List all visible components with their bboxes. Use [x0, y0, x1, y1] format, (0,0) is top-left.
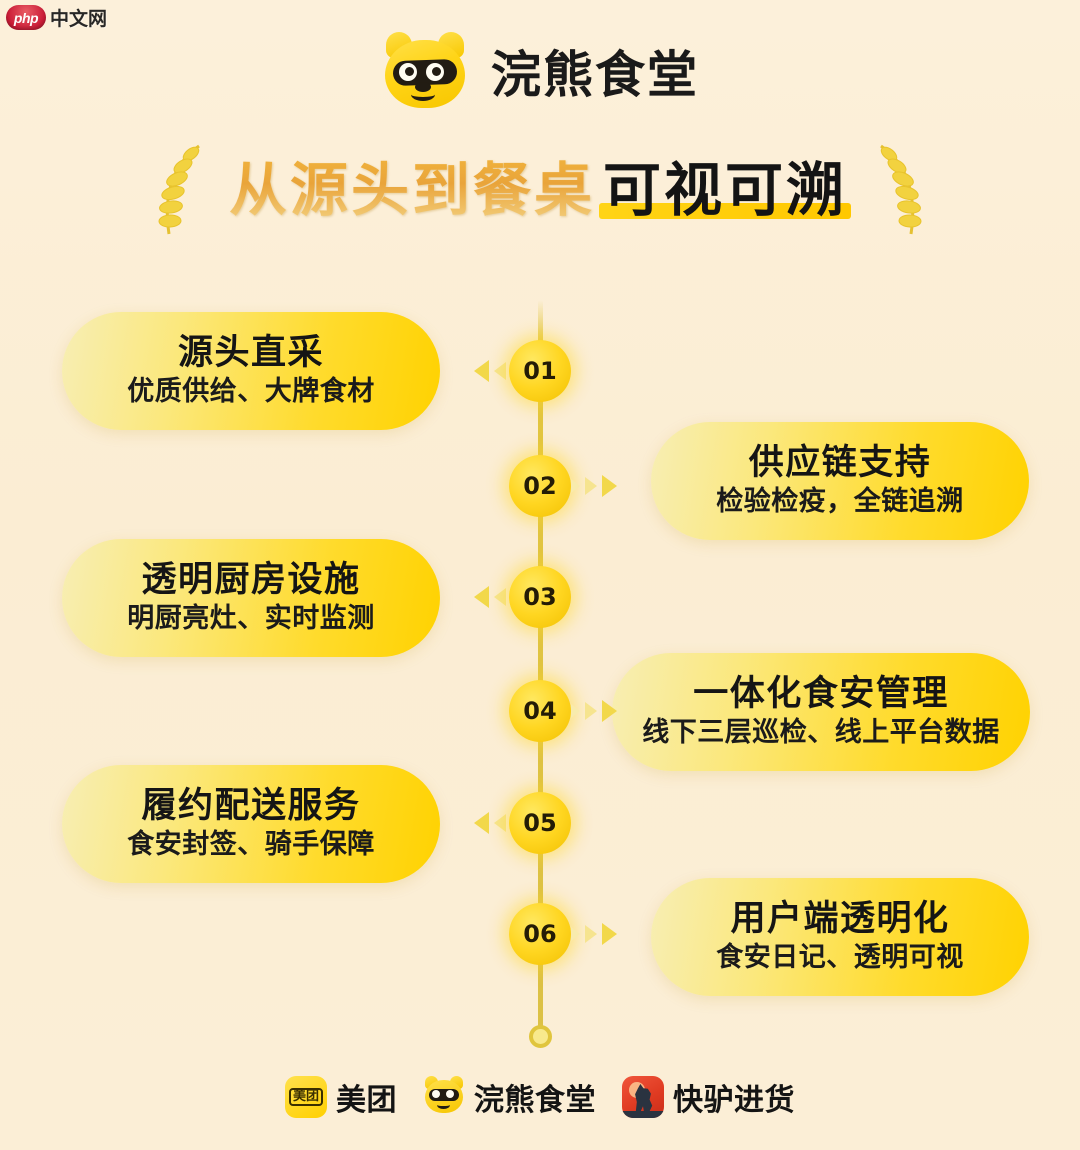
watermark: php 中文网	[6, 4, 107, 31]
step-title: 源头直采	[177, 332, 324, 373]
headline-gold-text: 从源头到餐桌	[228, 155, 595, 224]
step-title: 用户端透明化	[730, 898, 950, 939]
footer-brands: 美团 美团 浣熊食堂 快驴进货	[0, 1075, 1080, 1119]
step-title: 透明厨房设施	[141, 559, 361, 600]
step-arrows-02	[571, 475, 617, 497]
timeline-line	[538, 300, 543, 1040]
step-subtitle: 检验检疫，全链追溯	[716, 485, 964, 517]
step-arrows-04	[571, 700, 617, 722]
footer-brand-raccoon[interactable]: 浣熊食堂	[423, 1075, 596, 1119]
footer-brand-label: 美团	[336, 1083, 397, 1118]
timeline-end-marker	[529, 1025, 552, 1048]
step-subtitle: 食安日记、透明可视	[716, 941, 964, 973]
step-node-06[interactable]: 06	[509, 903, 571, 965]
kuailv-donkey-icon	[622, 1076, 664, 1118]
step-subtitle: 优质供给、大牌食材	[127, 375, 375, 407]
step-title: 履约配送服务	[141, 785, 361, 826]
step-subtitle: 线下三层巡检、线上平台数据	[642, 716, 1000, 748]
footer-brand-label: 快驴进货	[673, 1083, 795, 1118]
step-subtitle: 食安封签、骑手保障	[127, 828, 375, 860]
headline: 从源头到餐桌 可视可溯	[0, 140, 1080, 240]
raccoon-icon	[423, 1076, 465, 1118]
raccoon-icon	[381, 32, 469, 110]
step-card-05[interactable]: 履约配送服务 食安封签、骑手保障	[62, 765, 440, 883]
footer-brand-meituan[interactable]: 美团 美团	[285, 1075, 397, 1119]
php-logo-icon: php	[6, 5, 46, 30]
footer-brand-label: 浣熊食堂	[474, 1083, 596, 1118]
step-node-04[interactable]: 04	[509, 680, 571, 742]
step-card-01[interactable]: 源头直采 优质供给、大牌食材	[62, 312, 440, 430]
wheat-laurel-icon	[158, 144, 200, 235]
step-node-01[interactable]: 01	[509, 340, 571, 402]
step-card-06[interactable]: 用户端透明化 食安日记、透明可视	[651, 878, 1029, 996]
step-subtitle: 明厨亮灶、实时监测	[127, 602, 375, 634]
headline-black-text: 可视可溯	[603, 155, 848, 224]
step-title: 一体化食安管理	[693, 673, 949, 714]
step-card-02[interactable]: 供应链支持 检验检疫，全链追溯	[651, 422, 1029, 540]
brand-name: 浣熊食堂	[491, 46, 699, 104]
brand-header: 浣熊食堂	[0, 32, 1080, 110]
watermark-label: 中文网	[50, 8, 108, 30]
wheat-laurel-icon-mirror	[880, 144, 922, 235]
meituan-icon: 美团	[285, 1076, 327, 1118]
step-title: 供应链支持	[748, 442, 932, 483]
step-card-04[interactable]: 一体化食安管理 线下三层巡检、线上平台数据	[612, 653, 1030, 771]
headline-highlight-wrap: 可视可溯	[595, 155, 852, 224]
meituan-icon-label: 美团	[288, 1087, 323, 1107]
headline-underline	[599, 203, 852, 220]
step-node-05[interactable]: 05	[509, 792, 571, 854]
step-arrows-06	[571, 923, 617, 945]
step-card-03[interactable]: 透明厨房设施 明厨亮灶、实时监测	[62, 539, 440, 657]
step-node-03[interactable]: 03	[509, 566, 571, 628]
footer-brand-kuailv[interactable]: 快驴进货	[622, 1075, 795, 1119]
step-node-02[interactable]: 02	[509, 455, 571, 517]
